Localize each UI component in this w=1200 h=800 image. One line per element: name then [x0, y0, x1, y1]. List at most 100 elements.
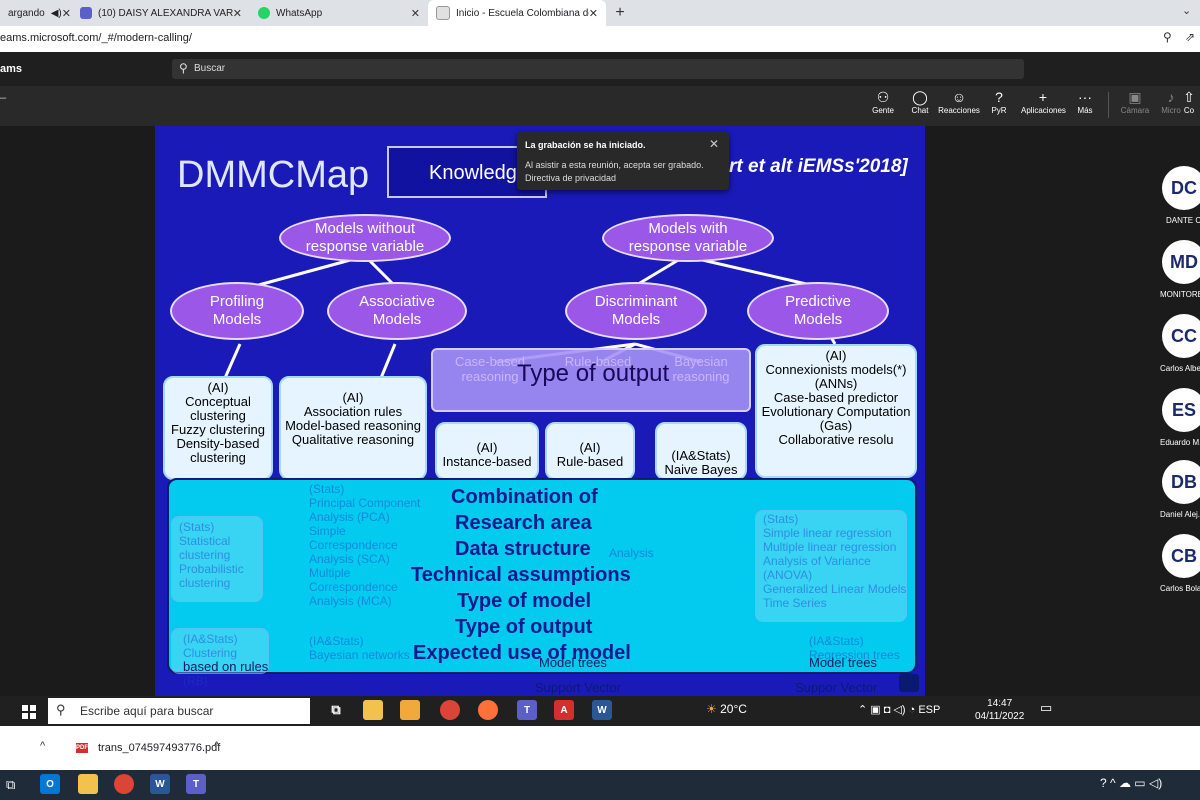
ghost-line: (ANOVA): [763, 568, 813, 582]
people-button[interactable]: ⚇Gente: [862, 88, 904, 115]
taskbar-search-input[interactable]: ⚲ Escribe aquí para buscar: [48, 698, 310, 724]
firefox-icon[interactable]: [478, 700, 498, 720]
chevron-up-icon[interactable]: ^: [214, 740, 220, 752]
ghost-stats-left: (Stats) Statistical clustering Probabili…: [179, 520, 244, 590]
task-view-icon[interactable]: ⧉: [6, 777, 16, 792]
weather-icon: ☀: [706, 702, 721, 716]
oval-line: Models: [793, 311, 843, 328]
more-label: Más: [1077, 106, 1093, 115]
faint-line: Case-based: [454, 354, 526, 369]
reactions-label: Reacciones: [938, 106, 980, 115]
close-icon[interactable]: ✕: [232, 7, 242, 20]
word-icon[interactable]: W: [150, 774, 170, 794]
card-line: Collaborative resolu: [778, 432, 894, 447]
people-label: Gente: [872, 106, 894, 115]
teams-icon: [80, 7, 92, 19]
shared-slide: DMMCMap Knowledg rt et alt iEMSs'2018] M…: [155, 126, 925, 696]
avatar[interactable]: ES: [1162, 388, 1200, 432]
ghost-line: based on rules: [183, 659, 269, 674]
file-explorer-icon[interactable]: [363, 700, 383, 720]
avatar[interactable]: CC: [1162, 314, 1200, 358]
close-icon[interactable]: ✕: [410, 7, 420, 20]
chrome-icon[interactable]: [440, 700, 460, 720]
language-indicator: ESP: [918, 704, 941, 716]
ghost-card: [171, 628, 269, 674]
close-icon[interactable]: ✕: [61, 7, 71, 20]
participant-name: DANTE CO: [1166, 216, 1200, 225]
zoom-icon[interactable]: ⚲: [1163, 30, 1172, 44]
share-content-button[interactable]: ⇧Co: [1178, 88, 1200, 115]
profiling-ai-card: (AI) Conceptual clustering Fuzzy cluster…: [163, 376, 273, 480]
reactions-button[interactable]: ☺Reacciones: [938, 88, 980, 115]
tab-label: Inicio - Escuela Colombiana de In: [456, 7, 589, 19]
search-input[interactable]: ⚲ Buscar: [172, 59, 1024, 79]
new-tab-button[interactable]: +: [615, 4, 625, 21]
minimize-icon[interactable]: –: [0, 92, 7, 104]
tab-escuela[interactable]: Inicio - Escuela Colombiana de In ✕: [428, 0, 606, 26]
ghost-line: Probabilistic: [179, 562, 244, 576]
faint-line: Bayesian: [674, 354, 728, 369]
close-icon[interactable]: ✕: [708, 137, 719, 151]
ghost-line: (Stats): [179, 520, 215, 534]
store-icon[interactable]: [400, 700, 420, 720]
teams-icon[interactable]: T: [186, 774, 206, 794]
reactions-icon: ☺: [951, 89, 967, 105]
apps-button[interactable]: +Aplicaciones: [1021, 88, 1066, 115]
avatar[interactable]: DB: [1162, 460, 1200, 504]
tab-loading[interactable]: argando ◀) ✕: [0, 0, 72, 26]
avatar[interactable]: DC: [1162, 166, 1200, 210]
weather-widget[interactable]: ☀ 20°C: [706, 702, 747, 716]
card-line: Fuzzy clustering: [171, 422, 265, 437]
reference-text: rt et alt iEMSs'2018]: [729, 156, 908, 177]
ghost-line: Multiple: [309, 566, 351, 580]
chat-button[interactable]: ◯Chat: [899, 88, 941, 115]
url-text[interactable]: eams.microsoft.com/_#/modern-calling/: [0, 32, 192, 44]
windows-start-icon[interactable]: [22, 705, 36, 719]
participant-name: Eduardo M.: [1160, 438, 1200, 447]
chrome-icon[interactable]: [114, 774, 134, 794]
tab-teams[interactable]: (10) DAISY ALEXANDRA VARGAS ✕: [72, 0, 250, 26]
card-line: (AI): [476, 440, 498, 455]
word-icon[interactable]: W: [592, 700, 612, 720]
ghost-line: (Stats): [309, 482, 345, 496]
notification-icon[interactable]: ▭: [1040, 700, 1053, 715]
criteria-item: Expected use of model: [413, 642, 631, 664]
criteria-item: Combination of: [451, 486, 598, 508]
card-line: Naive Bayes: [664, 462, 738, 477]
more-button[interactable]: ···Más: [1064, 88, 1106, 115]
camera-button[interactable]: ▣Cámara: [1114, 88, 1156, 115]
tray-icons: ⌃ ▣ ◘ ◁) ◔: [858, 704, 919, 716]
task-view-icon[interactable]: ⧉: [331, 702, 341, 717]
taskbar-search-placeholder: Escribe aquí para buscar: [80, 704, 214, 718]
ghost-line: Correspondence: [309, 580, 398, 594]
chevron-up-icon[interactable]: ^: [40, 740, 46, 752]
privacy-link[interactable]: Directiva de privacidad: [525, 173, 617, 183]
file-explorer-icon[interactable]: [78, 774, 98, 794]
search-icon: ⚲: [56, 702, 66, 717]
oval-line: Discriminant: [594, 293, 678, 310]
avatar[interactable]: CB: [1162, 534, 1200, 578]
ghost-ia-right: (IA&Stats) Regression trees: [809, 634, 900, 662]
card-line: Instance-based: [442, 454, 532, 469]
ghost-line: (RB): [183, 674, 208, 688]
mic-button[interactable]: ♪Micro: [1150, 88, 1192, 115]
system-tray[interactable]: ⌃ ▣ ◘ ◁) ◔ ESP: [858, 703, 940, 716]
tab-whatsapp[interactable]: WhatsApp ✕: [250, 0, 428, 26]
share-label: Co: [1183, 106, 1195, 115]
avatar[interactable]: MD: [1162, 240, 1200, 284]
participant-name: Carlos Albe: [1160, 364, 1200, 373]
criteria-scroll-band: (Stats) Statistical clustering Probabili…: [167, 478, 917, 688]
close-icon[interactable]: ✕: [588, 7, 598, 20]
download-filename[interactable]: trans_074597493776.pdf: [98, 742, 221, 754]
outlook-icon[interactable]: O: [40, 774, 60, 794]
qa-button[interactable]: ?PyR: [978, 88, 1020, 115]
teams-icon[interactable]: T: [517, 700, 537, 720]
acrobat-icon[interactable]: A: [554, 700, 574, 720]
system-tray-icons[interactable]: ? ^ ☁ ▭ ◁): [1100, 776, 1163, 790]
tab-search-icon[interactable]: ⌄: [1182, 5, 1192, 17]
tab-label: argando: [8, 7, 45, 19]
share-icon[interactable]: ⇗: [1185, 30, 1196, 44]
